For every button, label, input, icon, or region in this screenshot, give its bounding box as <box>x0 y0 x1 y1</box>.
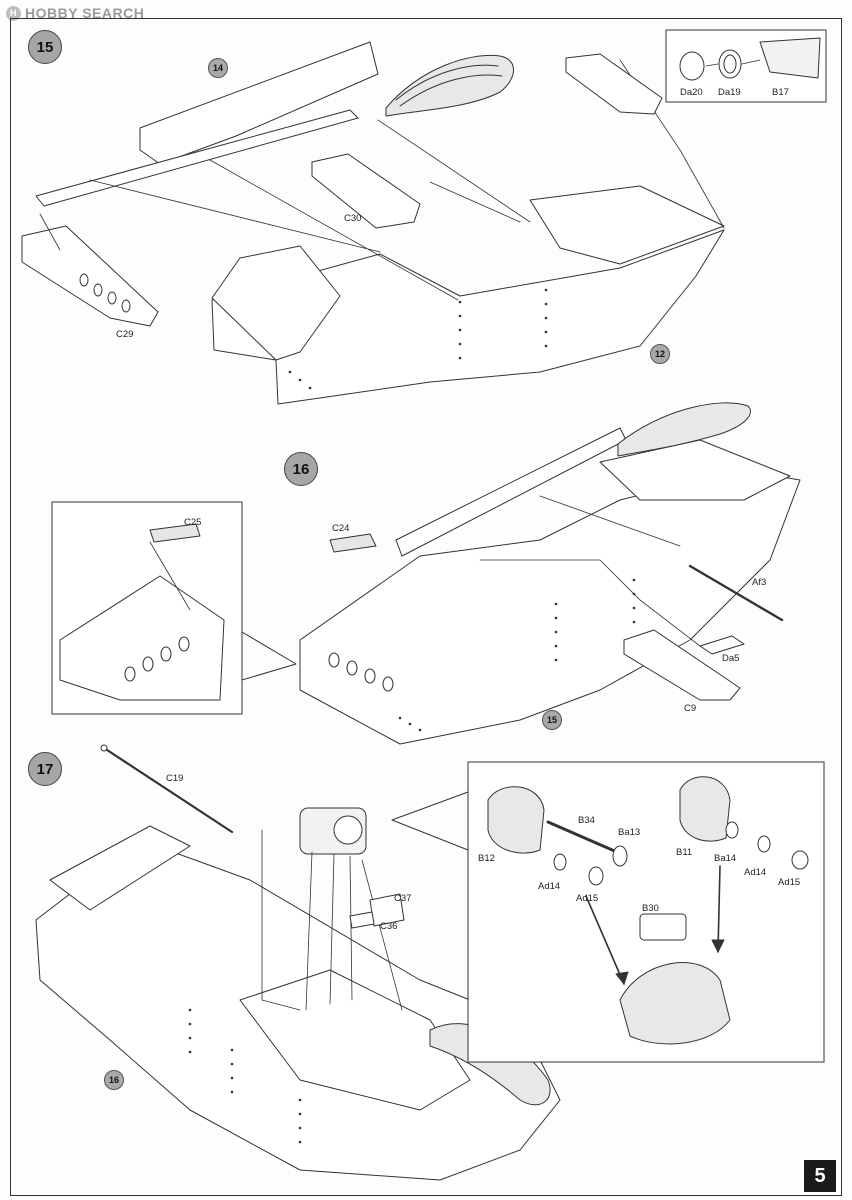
part-label-b11: B11 <box>676 847 693 858</box>
part-label-c24: C24 <box>332 523 350 534</box>
inset-rail-holes <box>124 636 190 682</box>
part-label-b12: B12 <box>478 853 495 864</box>
housing-b12 <box>487 786 545 854</box>
part-label-ad15-left: Ad15 <box>576 893 599 904</box>
subassembly-ref-14: 14 <box>208 58 228 78</box>
guide-lines-16 <box>479 495 701 647</box>
shaft-b34 <box>546 820 628 858</box>
plate-c24 <box>329 533 377 553</box>
watermark: H HOBBY SEARCH <box>6 4 144 22</box>
part-label-b34: B34 <box>578 815 595 826</box>
rivet-row-17 <box>188 1008 302 1144</box>
part-label-ba14: Ba14 <box>714 853 737 864</box>
guide-lines-15 <box>39 59 725 301</box>
part-label-c37: C37 <box>394 893 412 904</box>
rail-holes <box>79 273 131 313</box>
part-label-da19: Da19 <box>718 87 741 98</box>
step-badge-15: 15 <box>28 30 62 64</box>
part-label-c9: C9 <box>684 703 697 714</box>
part-label-c19: C19 <box>166 773 184 784</box>
part-label-c25: C25 <box>184 517 202 528</box>
side-panel-14 <box>139 41 379 165</box>
hull-17-deck <box>239 969 471 1111</box>
part-label-c36: C36 <box>380 921 398 932</box>
part-label-c29: C29 <box>116 329 134 340</box>
rod-af3 <box>688 564 784 622</box>
part-label-da5: Da5 <box>722 653 740 664</box>
part-label-da20: Da20 <box>680 87 703 98</box>
part-label-af3: Af3 <box>752 577 767 588</box>
hull-17-frame <box>49 825 191 911</box>
hull-rear-top <box>529 185 725 265</box>
page-number: 5 <box>804 1160 836 1192</box>
upper-rail <box>35 109 359 207</box>
part-b30 <box>639 913 687 941</box>
subassembly-ref-16: 16 <box>104 1070 124 1090</box>
rail-c9 <box>623 629 741 701</box>
bracket-c30 <box>311 153 421 229</box>
watermark-text: HOBBY SEARCH <box>25 5 145 21</box>
housing-b11 <box>679 776 731 842</box>
rivet-row-15 <box>288 288 548 390</box>
part-label-ba13: Ba13 <box>618 827 641 838</box>
hull16-holes <box>328 652 394 692</box>
part-label-c30: C30 <box>344 213 362 224</box>
step-badge-17: 17 <box>28 752 62 786</box>
frame-rail-c29 <box>21 225 159 327</box>
leaf-spring <box>385 54 514 117</box>
part-c36 <box>349 911 375 929</box>
step17-drawing <box>35 744 825 1181</box>
subassembly-ref-15: 15 <box>542 710 562 730</box>
hull-16 <box>299 469 801 745</box>
step16-drawing <box>51 402 801 745</box>
subassembly-ref-12: 12 <box>650 344 670 364</box>
inset-pointer <box>241 631 297 681</box>
inset-plate-c25 <box>149 523 201 543</box>
rod-c19 <box>102 746 234 834</box>
step-badge-16: 16 <box>284 452 318 486</box>
step15-drawing <box>21 29 827 405</box>
inset-arrow-left <box>585 895 625 985</box>
inset-arrow-right <box>717 865 721 953</box>
page-frame <box>10 18 842 1196</box>
leaf-spring-16 <box>617 402 751 457</box>
inset-pointer-17 <box>391 791 469 851</box>
part-label-ad15-right: Ad15 <box>778 877 801 888</box>
guide-lines-17 <box>261 829 403 1011</box>
part-label-b30: B30 <box>642 903 659 914</box>
part-label-ad14-right: Ad14 <box>744 867 767 878</box>
hull-front-plate <box>211 245 341 361</box>
watermark-logo-icon: H <box>6 5 21 21</box>
part-label-b17: B17 <box>772 87 789 98</box>
part-da5 <box>699 635 745 655</box>
final-drive-assembled <box>619 962 731 1045</box>
part-label-ad14-left: Ad14 <box>538 881 561 892</box>
rivet-row-16 <box>398 578 636 732</box>
